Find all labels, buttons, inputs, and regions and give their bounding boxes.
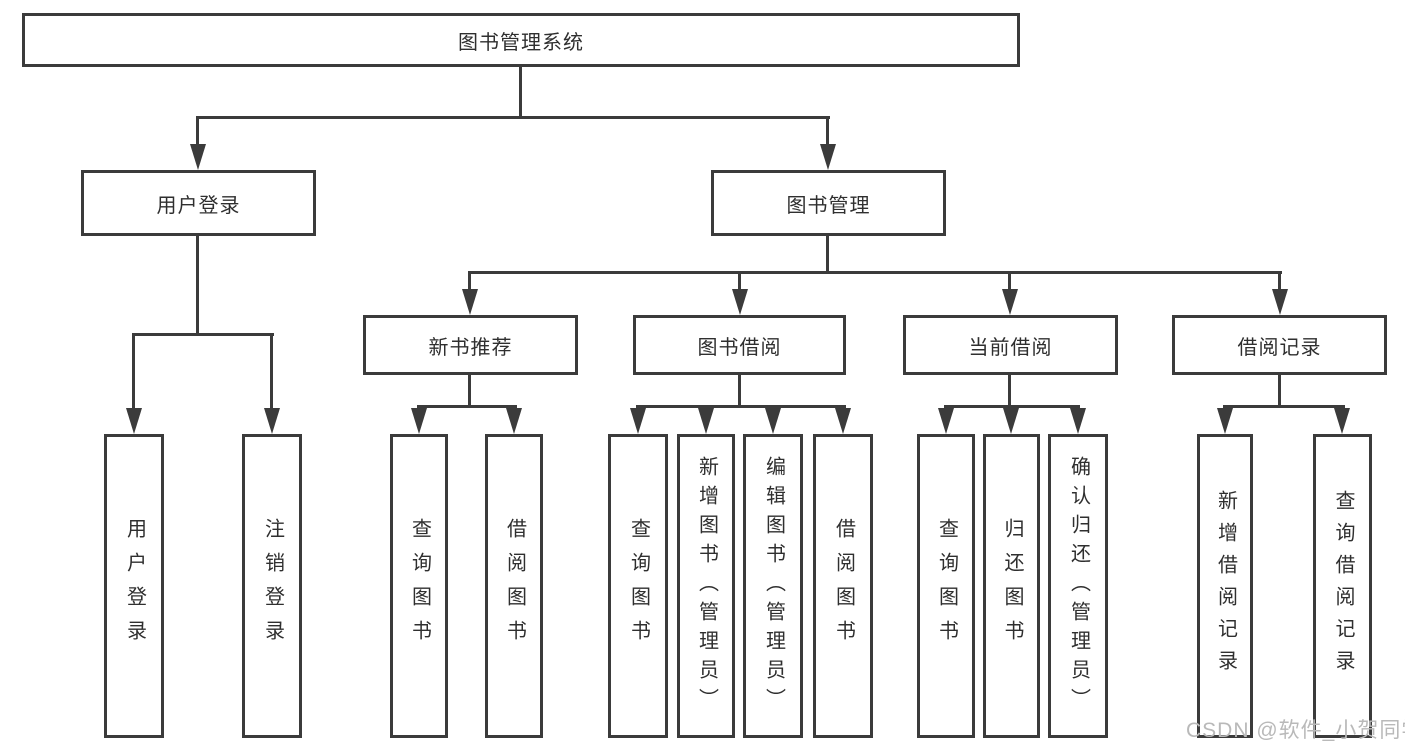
arrowhead-bb-edit xyxy=(765,408,781,434)
leaf-br-query-record: 查询借阅记录 xyxy=(1313,434,1372,738)
connector-drop-current-borrowing xyxy=(1008,271,1011,291)
arrowhead-cb-return xyxy=(1003,408,1019,434)
leaf-label: 借阅图书 xyxy=(832,518,855,654)
connector-nb-hbar xyxy=(417,405,517,408)
arrowhead-nb-borrow xyxy=(506,408,522,434)
node-user-login: 用户登录 xyxy=(81,170,316,236)
leaf-user-login: 用户登录 xyxy=(104,434,164,738)
node-borrowing-records: 借阅记录 xyxy=(1172,315,1387,375)
connector-root-hbar xyxy=(196,116,830,119)
connector-drop-borrowing-records xyxy=(1278,271,1281,291)
connector-user-login-stem xyxy=(196,236,199,336)
node-library-management-system: 图书管理系统 xyxy=(22,13,1020,67)
leaf-cb-return-books: 归还图书 xyxy=(983,434,1040,738)
connector-bb-hbar xyxy=(636,405,846,408)
leaf-nb-query-books: 查询图书 xyxy=(390,434,448,738)
node-book-management: 图书管理 xyxy=(711,170,946,236)
connector-bb-stem xyxy=(738,375,741,408)
leaf-br-add-record: 新增借阅记录 xyxy=(1197,434,1253,738)
connector-drop-new-book-recommend xyxy=(468,271,471,291)
arrowhead-book-borrowing xyxy=(732,289,748,315)
node-label: 图书管理 xyxy=(786,194,871,217)
node-label: 图书管理系统 xyxy=(458,31,584,54)
leaf-label: 借阅图书 xyxy=(503,518,526,654)
connector-drop-leaf-user-login xyxy=(132,333,135,410)
leaf-logout-login: 注销登录 xyxy=(242,434,302,738)
node-book-borrowing: 图书借阅 xyxy=(633,315,846,375)
leaf-label: 查询图书 xyxy=(935,518,958,654)
arrowhead-cb-confirm xyxy=(1070,408,1086,434)
arrowhead-br-add xyxy=(1217,408,1233,434)
arrowhead-bb-query xyxy=(630,408,646,434)
node-label: 新书推荐 xyxy=(428,336,513,359)
connector-cb-stem xyxy=(1008,375,1011,408)
leaf-bb-edit-books-admin: 编辑图书（管理员） xyxy=(743,434,803,738)
node-label: 当前借阅 xyxy=(968,336,1053,359)
node-current-borrowing: 当前借阅 xyxy=(903,315,1118,375)
leaf-label: 确认归还（管理员） xyxy=(1067,455,1090,717)
leaf-label: 查询借阅记录 xyxy=(1332,490,1354,682)
connector-book-management-hbar xyxy=(468,271,1282,274)
leaf-label: 查询图书 xyxy=(627,518,650,654)
arrowhead-current-borrowing xyxy=(1002,289,1018,315)
leaf-label: 查询图书 xyxy=(408,518,431,654)
leaf-bb-add-books-admin: 新增图书（管理员） xyxy=(677,434,735,738)
node-new-book-recommend: 新书推荐 xyxy=(363,315,578,375)
leaf-label: 注销登录 xyxy=(261,518,284,654)
connector-br-stem xyxy=(1278,375,1281,408)
arrowhead-bb-add xyxy=(698,408,714,434)
connector-br-hbar xyxy=(1223,405,1345,408)
arrowhead-nb-query xyxy=(411,408,427,434)
leaf-nb-borrow-books: 借阅图书 xyxy=(485,434,543,738)
connector-drop-book-borrowing xyxy=(738,271,741,291)
leaf-cb-query-books: 查询图书 xyxy=(917,434,975,738)
csdn-watermark: CSDN @软件_小贺同学 xyxy=(1186,719,1405,742)
connector-book-management-stem xyxy=(826,236,829,274)
arrowhead-cb-query xyxy=(938,408,954,434)
connector-root-stem xyxy=(519,67,522,118)
arrowhead-leaf-user-login xyxy=(126,408,142,434)
connector-nb-stem xyxy=(468,375,471,408)
arrowhead-user-login xyxy=(190,144,206,170)
arrowhead-bb-borrow xyxy=(835,408,851,434)
connector-drop-book-management xyxy=(826,118,829,146)
connector-drop-leaf-logout xyxy=(270,333,273,410)
arrowhead-br-query xyxy=(1334,408,1350,434)
leaf-label: 归还图书 xyxy=(1001,518,1023,654)
arrowhead-leaf-logout xyxy=(264,408,280,434)
arrowhead-borrowing-records xyxy=(1272,289,1288,315)
connector-cb-hbar xyxy=(944,405,1080,408)
node-label: 借阅记录 xyxy=(1237,336,1322,359)
leaf-label: 新增图书（管理员） xyxy=(695,455,718,717)
leaf-bb-borrow-books: 借阅图书 xyxy=(813,434,873,738)
leaf-cb-confirm-return-admin: 确认归还（管理员） xyxy=(1048,434,1108,738)
leaf-label: 编辑图书（管理员） xyxy=(762,455,785,717)
leaf-label: 用户登录 xyxy=(123,518,146,654)
node-label: 用户登录 xyxy=(156,194,241,217)
node-label: 图书借阅 xyxy=(697,336,782,359)
connector-user-login-hbar xyxy=(132,333,274,336)
connector-drop-user-login xyxy=(196,118,199,146)
leaf-bb-query-books: 查询图书 xyxy=(608,434,668,738)
arrowhead-new-book-recommend xyxy=(462,289,478,315)
leaf-label: 新增借阅记录 xyxy=(1214,490,1237,682)
arrowhead-book-management xyxy=(820,144,836,170)
